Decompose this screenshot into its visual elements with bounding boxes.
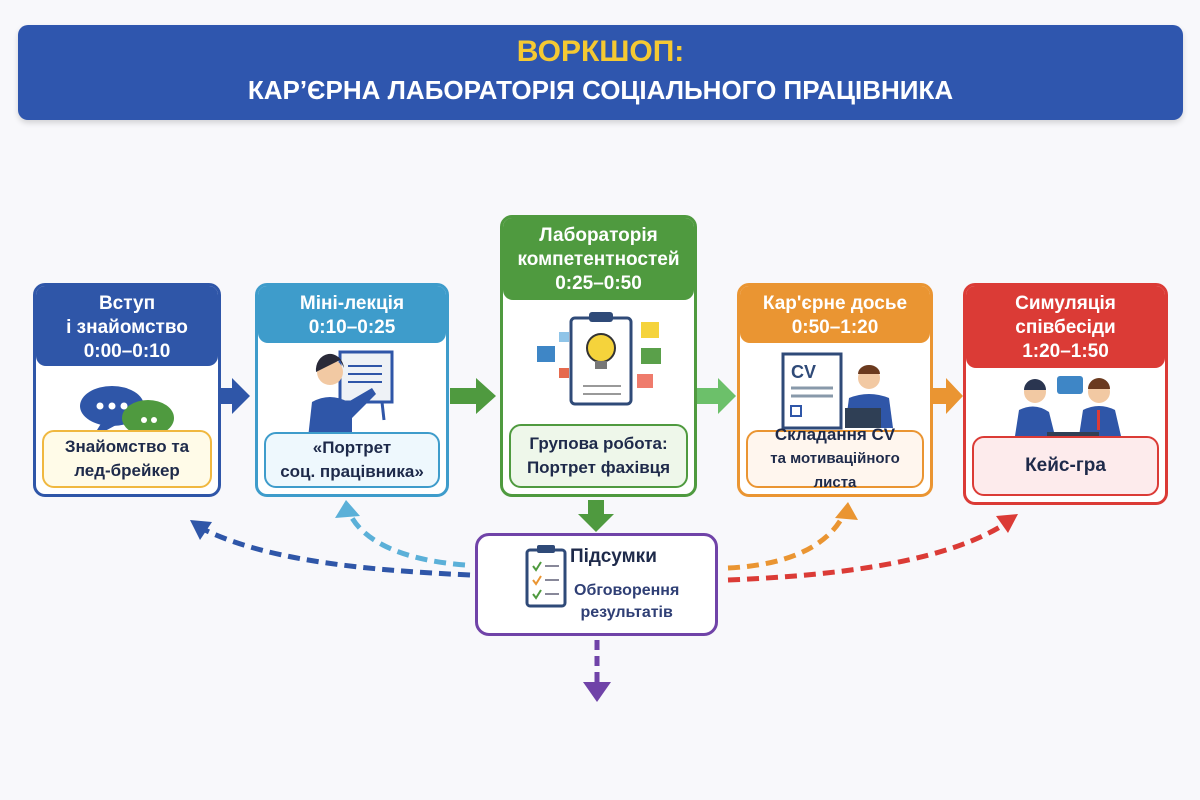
arrow-3-summary xyxy=(578,500,614,532)
arrow-4-5 xyxy=(932,378,963,414)
desc-line: Знайомство та xyxy=(64,437,190,456)
step-title: співбесіди xyxy=(1015,317,1116,338)
step-description: «Портрет соц. працівника» xyxy=(264,432,440,488)
step-time: 0:50–1:20 xyxy=(791,317,879,338)
step-description: Складання CV та мотиваційного листа xyxy=(746,425,924,491)
dashed-to-step2 xyxy=(345,508,466,568)
interview-icon xyxy=(966,376,1165,440)
step-time: 0:25–0:50 xyxy=(555,273,642,294)
step-title: і знайомство xyxy=(66,317,188,338)
step-card-interview-simulation: Симуляція співбесіди 1:20–1:50 Кейс-гра xyxy=(963,283,1168,505)
step-description: Кейс-гра xyxy=(972,436,1159,496)
step-title: Симуляція xyxy=(1015,293,1116,314)
arrow-2-3 xyxy=(450,378,496,414)
checklist-icon xyxy=(524,544,568,615)
title-line2: КАР’ЄРНА ЛАБОРАТОРІЯ СОЦІАЛЬНОГО ПРАЦІВН… xyxy=(247,75,954,105)
desc-line: Обговорення xyxy=(574,582,680,599)
cv-document-icon: CV xyxy=(740,352,930,432)
step-description: Групова робота: Портрет фахівця xyxy=(509,424,688,488)
step-description: Знайомство та лед-брейкер xyxy=(42,430,212,488)
summary-title: Підсумки xyxy=(570,546,657,567)
step-title: Міні-лекція xyxy=(299,293,405,314)
step-card-career-dossier: Кар'єрне досье 0:50–1:20 CV Складання CV… xyxy=(737,283,933,497)
title-line1: ВОРКШОП: xyxy=(516,35,685,68)
dashed-to-step5 xyxy=(727,519,1010,583)
presenter-icon xyxy=(258,350,446,440)
step-time: 1:20–1:50 xyxy=(1022,341,1109,362)
desc-line: соц. працівника» xyxy=(280,462,424,481)
lightbulb-clipboard-icon xyxy=(503,310,694,410)
step-title: Кар'єрне досье xyxy=(762,293,908,314)
desc-line: Групова робота: xyxy=(529,434,668,453)
arrow-1-2 xyxy=(207,378,250,414)
svg-text:CV: CV xyxy=(791,362,816,382)
step-title: Вступ xyxy=(98,293,156,314)
desc-line: Кейс-гра xyxy=(1025,455,1106,476)
step-card-competence-lab: Лабораторія компетентностей 0:25–0:50 Гр… xyxy=(500,215,697,497)
desc-line: лед-брейкер xyxy=(74,461,180,480)
desc-line: «Портрет xyxy=(312,438,392,457)
dashed-to-step4 xyxy=(727,510,848,571)
summary-card: Підсумки Обговорення результатів xyxy=(475,533,718,636)
step-title: Лабораторія xyxy=(539,225,658,246)
dashed-to-step1 xyxy=(193,522,471,578)
title-banner: ВОРКШОП: КАР’ЄРНА ЛАБОРАТОРІЯ СОЦІАЛЬНОГ… xyxy=(18,25,1183,120)
summary-description: Обговорення результатів xyxy=(574,580,679,624)
step-time: 0:00–0:10 xyxy=(83,341,171,362)
desc-line: та мотиваційного листа xyxy=(770,450,900,491)
step-title: компетентностей xyxy=(517,249,680,270)
desc-line: Складання CV xyxy=(774,425,896,444)
desc-line: результатів xyxy=(580,604,673,621)
desc-line: Портрет фахівця xyxy=(526,458,671,477)
step-card-intro: Вступ і знайомство 0:00–0:10 Знайомство … xyxy=(33,283,221,497)
step-time: 0:10–0:25 xyxy=(308,317,396,338)
step-card-mini-lecture: Міні-лекція 0:10–0:25 «Портрет соц. прац… xyxy=(255,283,449,497)
arrow-3-4 xyxy=(697,378,736,414)
